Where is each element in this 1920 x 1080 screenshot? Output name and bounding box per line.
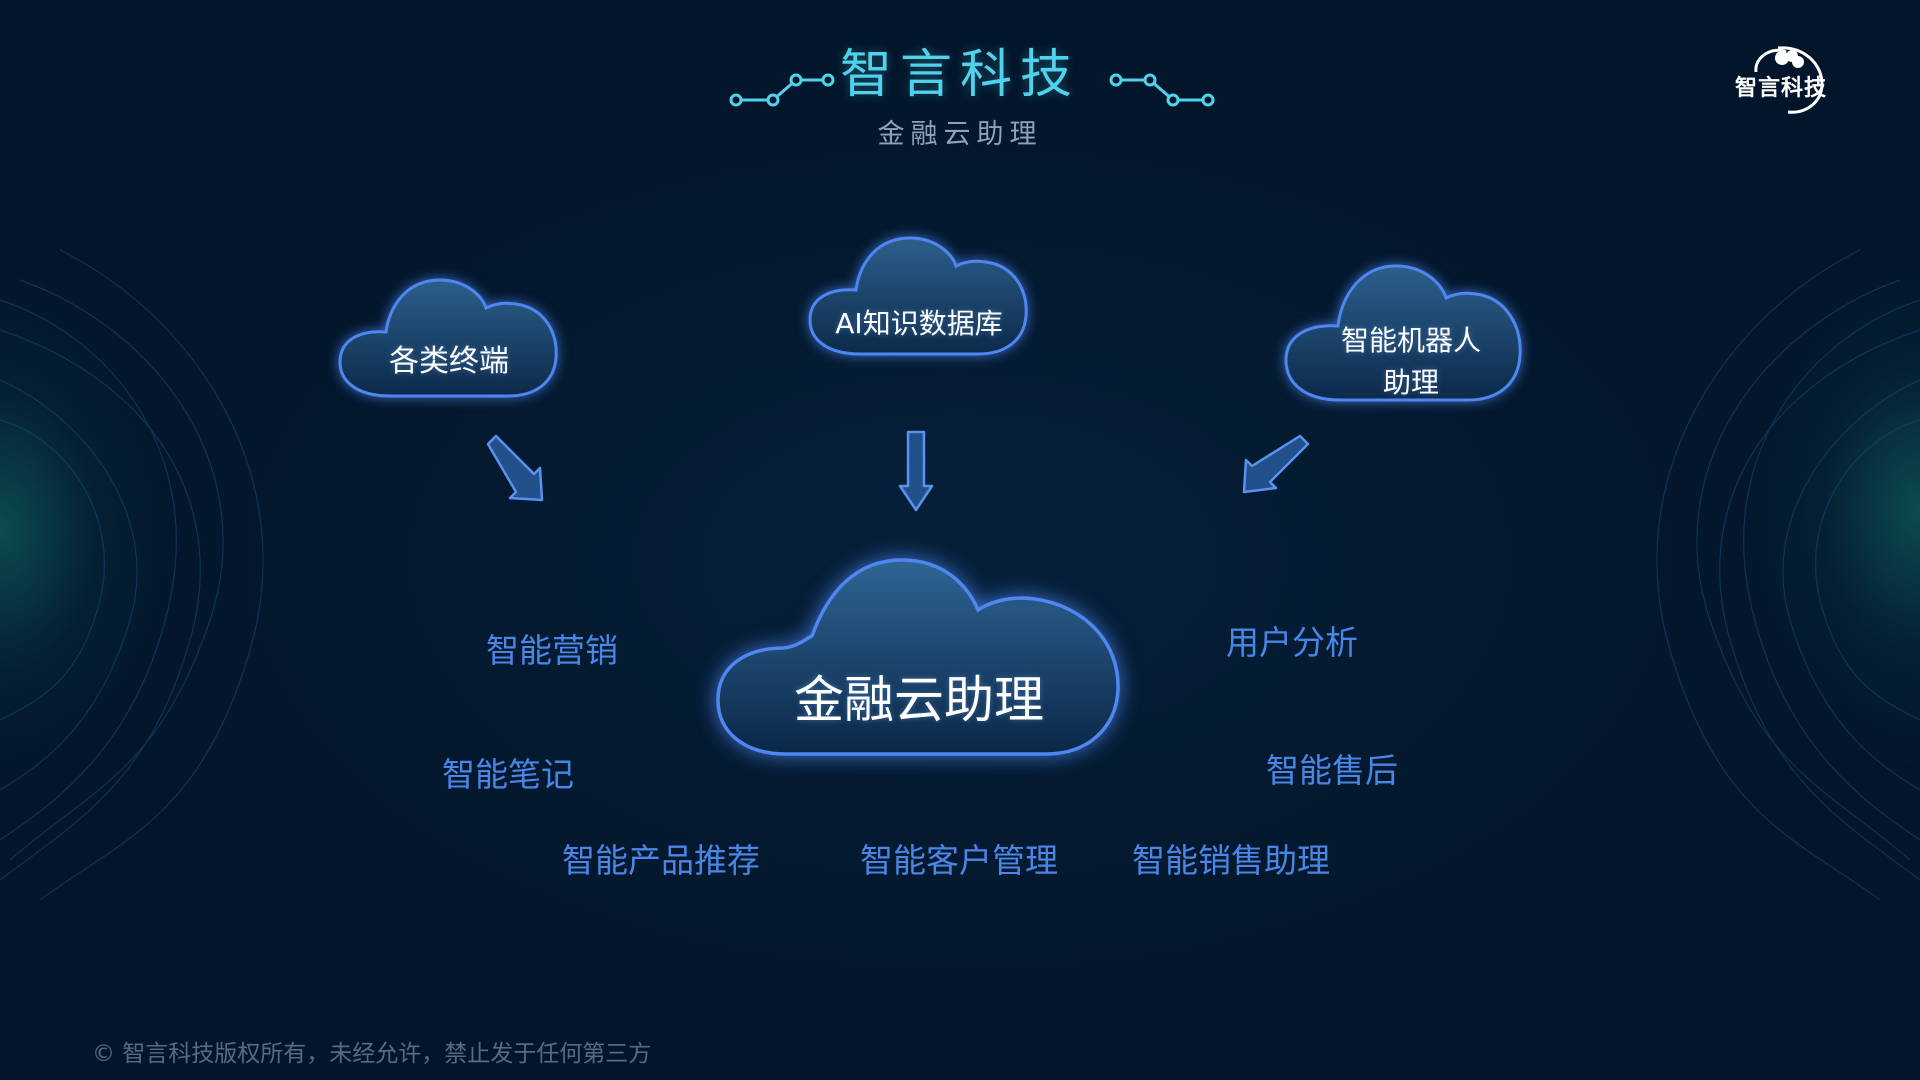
arrow-down-left-icon xyxy=(1242,434,1310,494)
brain-icon xyxy=(1754,46,1824,114)
page-title: 智言科技 xyxy=(839,45,1080,105)
logo-text: 智言科技 xyxy=(1734,76,1827,101)
feature-smart-product-recommendation: 智能产品推荐 xyxy=(562,841,760,880)
cloud-label-center: 金融云助理 xyxy=(794,671,1044,729)
feature-smart-sales-assistant: 智能销售助理 xyxy=(1132,841,1330,880)
arrow-down-icon xyxy=(898,430,934,512)
feature-smart-customer-management: 智能客户管理 xyxy=(860,841,1058,880)
feature-smart-after-sales: 智能售后 xyxy=(1266,751,1398,790)
header: 智言科技 金融云助理 xyxy=(0,40,1920,151)
title-decoration-left xyxy=(729,73,835,107)
copyright-notice: © 智言科技版权所有，未经允许，禁止发于任何第三方 xyxy=(92,1041,652,1067)
feature-smart-notes: 智能笔记 xyxy=(442,755,574,794)
cloud-terminals: 各类终端 xyxy=(338,278,560,400)
cloud-label-terminals: 各类终端 xyxy=(389,344,509,379)
title-decoration-right xyxy=(1109,73,1215,107)
feature-smart-marketing: 智能营销 xyxy=(486,631,618,670)
feature-user-analysis: 用户分析 xyxy=(1226,623,1358,662)
cloud-ai-knowledge-base: AI知识数据库 xyxy=(808,236,1030,358)
cloud-center-financial-assistant: 金融云助理 xyxy=(716,556,1122,758)
brand-logo: 智言科技 xyxy=(1726,44,1836,114)
cloud-robot-assistant: 智能机器人 助理 xyxy=(1284,264,1524,404)
cloud-label-robot-assistant: 智能机器人 助理 xyxy=(1340,324,1481,399)
arrow-down-right-icon xyxy=(486,434,544,502)
cloud-label-ai-knowledge-base: AI知识数据库 xyxy=(835,307,1003,340)
page-subtitle: 金融云助理 xyxy=(877,119,1043,150)
